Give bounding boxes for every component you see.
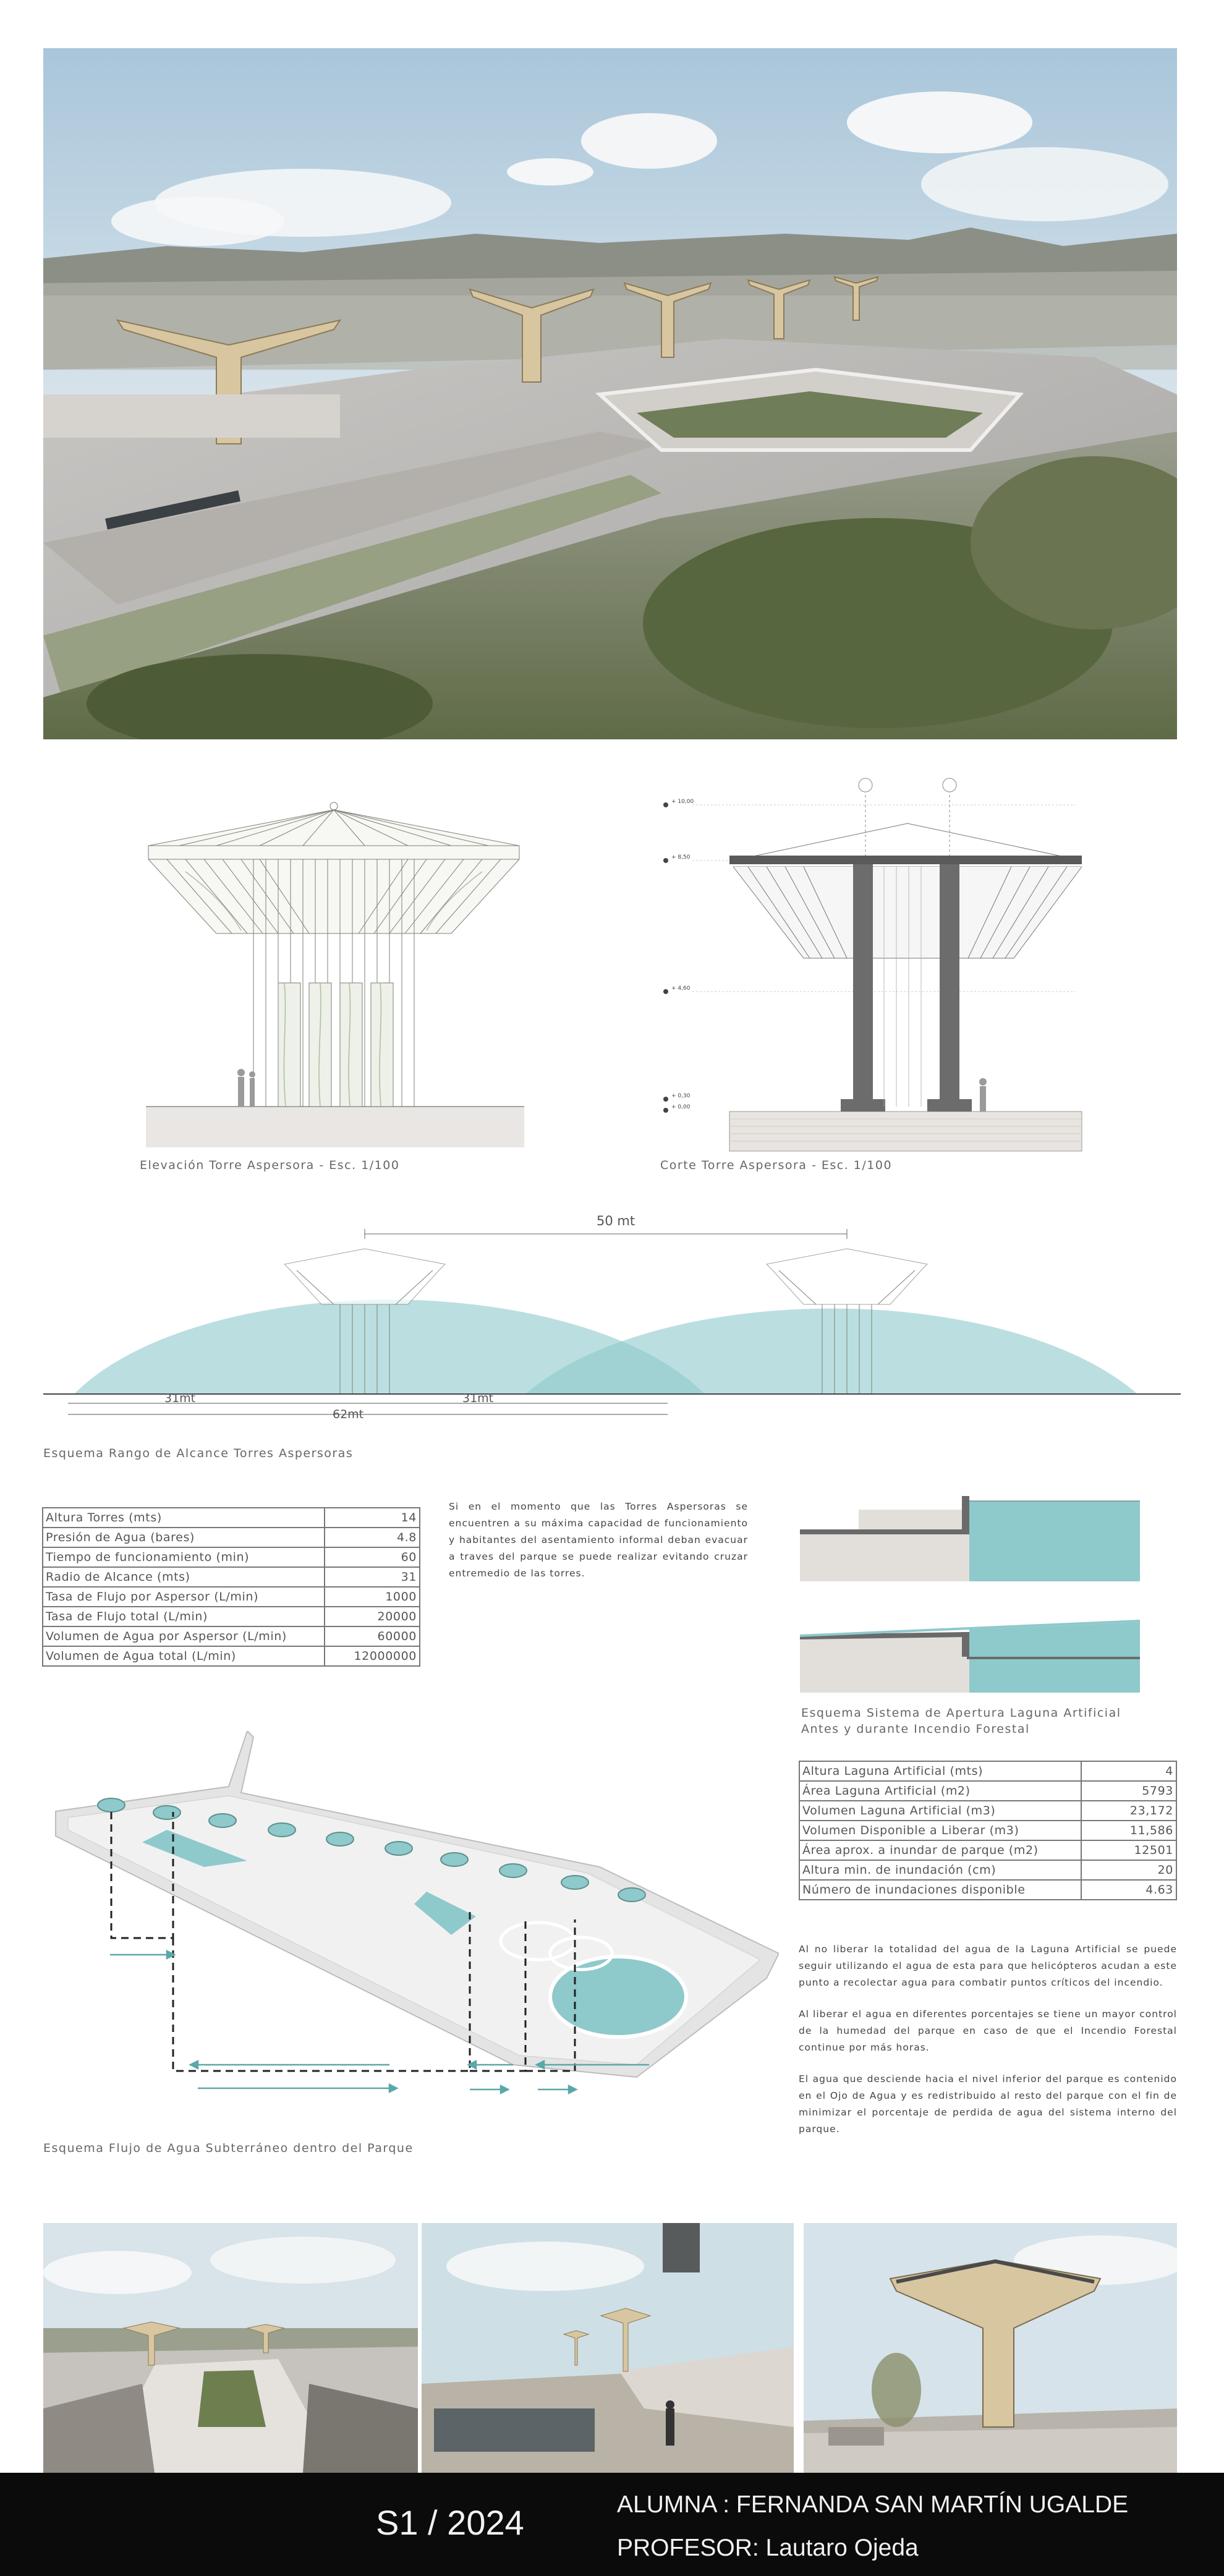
lagoon-note-2: Al liberar el agua en diferentes porcent…: [799, 2009, 1177, 2053]
lagoon-label-cell: Número de inundaciones disponible: [799, 1879, 1082, 1900]
lagoon-label-cell: Altura Laguna Artificial (mts): [799, 1761, 1082, 1782]
lagoon-row: Volumen Disponible a Liberar (m3)11,586: [799, 1820, 1177, 1841]
section-drawing: + 10,00 + 8,50 + 4,60 + 0,30 + 0,00: [655, 773, 1088, 1156]
flow-diagram: [43, 1730, 780, 2108]
lagoon-caption-2: Antes y durante Incendio Forestal: [801, 1722, 1030, 1736]
tower-row: Tasa de Flujo total (L/min)20000: [42, 1606, 420, 1627]
lagoon-row: Área Laguna Artificial (m2)5793: [799, 1780, 1177, 1801]
footer-bar: S1 / 2024 ALUMNA : FERNANDA SAN MARTÍN U…: [0, 2473, 1224, 2576]
tower-label-cell: Volumen de Agua por Aspersor (L/min): [42, 1626, 325, 1647]
tower-row: Volumen de Agua total (L/min)12000000: [42, 1646, 420, 1667]
tower-label-cell: Tasa de Flujo por Aspersor (L/min): [42, 1586, 325, 1607]
range-total-label: 50 mt: [597, 1214, 635, 1228]
section-caption: Corte Torre Aspersora - Esc. 1/100: [660, 1158, 893, 1172]
section-level-3: + 4,60: [671, 985, 691, 992]
range-d2-label: 31mt: [462, 1392, 493, 1405]
tower-value-cell: 31: [324, 1566, 420, 1588]
range-diagram: 50 mt 31mt 31mt 62mt: [43, 1205, 1181, 1428]
lagoon-label-cell: Área aprox. a inundar de parque (m2): [799, 1840, 1082, 1861]
tower-label-cell: Volumen de Agua total (L/min): [42, 1646, 325, 1667]
lagoon-label-cell: Volumen Disponible a Liberar (m3): [799, 1820, 1082, 1841]
lagoon-label-cell: Volumen Laguna Artificial (m3): [799, 1800, 1082, 1821]
lagoon-notes: Al no liberar la totalidad del agua de l…: [799, 1941, 1177, 2153]
lagoon-value-cell: 11,586: [1081, 1820, 1177, 1841]
section-level-1: + 10,00: [671, 799, 694, 805]
section-level-5: + 0,00: [671, 1104, 691, 1110]
tower-row: Radio de Alcance (mts)31: [42, 1566, 420, 1588]
professor-name: PROFESOR: Lautaro Ojeda: [617, 2535, 919, 2561]
lagoon-value-cell: 23,172: [1081, 1800, 1177, 1821]
lagoon-label-cell: Área Laguna Artificial (m2): [799, 1780, 1082, 1801]
elevation-caption: Elevación Torre Aspersora - Esc. 1/100: [140, 1158, 400, 1172]
lagoon-value-cell: 4.63: [1081, 1879, 1177, 1900]
tower-label-cell: Tasa de Flujo total (L/min): [42, 1606, 325, 1627]
range-caption: Esquema Rango de Alcance Torres Aspersor…: [43, 1447, 354, 1460]
tower-value-cell: 60000: [324, 1626, 420, 1647]
tower-value-cell: 4.8: [324, 1527, 420, 1548]
tower-label-cell: Altura Torres (mts): [42, 1507, 325, 1528]
student-name: ALUMNA : FERNANDA SAN MARTÍN UGALDE: [617, 2491, 1129, 2518]
lagoon-note-1: Al no liberar la totalidad del agua de l…: [799, 1944, 1177, 1988]
tower-value-cell: 1000: [324, 1586, 420, 1607]
render-park-overview: [43, 2223, 418, 2473]
section-level-4: + 0,30: [671, 1093, 691, 1099]
flow-caption: Esquema Flujo de Agua Subterráneo dentro…: [43, 2141, 414, 2155]
lagoon-label-cell: Altura min. de inundación (cm): [799, 1860, 1082, 1881]
lagoon-closed-diagram: [800, 1496, 1146, 1583]
elevation-drawing: [124, 797, 544, 1156]
lagoon-open-diagram: [800, 1607, 1146, 1694]
evacuation-note: Si en el momento que las Torres Aspersor…: [449, 1501, 748, 1579]
lagoon-value-cell: 12501: [1081, 1840, 1177, 1861]
lagoon-row: Área aprox. a inundar de parque (m2)1250…: [799, 1840, 1177, 1861]
semester-label: S1 / 2024: [376, 2503, 524, 2542]
tower-row: Tiempo de funcionamiento (min)60: [42, 1547, 420, 1568]
lagoon-row: Altura Laguna Artificial (mts)4: [799, 1761, 1177, 1782]
lagoon-value-cell: 4: [1081, 1761, 1177, 1782]
tower-label-cell: Tiempo de funcionamiento (min): [42, 1547, 325, 1568]
range-d3-label: 62mt: [333, 1408, 363, 1421]
tower-row: Volumen de Agua por Aspersor (L/min)6000…: [42, 1626, 420, 1647]
lagoon-value-cell: 5793: [1081, 1780, 1177, 1801]
lagoon-row: Volumen Laguna Artificial (m3)23,172: [799, 1800, 1177, 1821]
tower-value-cell: 20000: [324, 1606, 420, 1627]
tower-row: Presión de Agua (bares)4.8: [42, 1527, 420, 1548]
render-lagoon-view: [422, 2223, 794, 2473]
tower-row: Altura Torres (mts)14: [42, 1507, 420, 1528]
tower-row: Tasa de Flujo por Aspersor (L/min)1000: [42, 1586, 420, 1607]
tower-value-cell: 12000000: [324, 1646, 420, 1667]
hero-render: [43, 48, 1177, 739]
lagoon-row: Altura min. de inundación (cm)20: [799, 1860, 1177, 1881]
render-tower-closeup: [804, 2223, 1177, 2473]
tower-label-cell: Presión de Agua (bares): [42, 1527, 325, 1548]
range-d1-label: 31mt: [164, 1392, 195, 1405]
lagoon-value-cell: 20: [1081, 1860, 1177, 1881]
lagoon-caption-1: Esquema Sistema de Apertura Laguna Artif…: [801, 1706, 1121, 1720]
lagoon-note-3: El agua que desciende hacia el nivel inf…: [799, 2073, 1177, 2135]
tower-label-cell: Radio de Alcance (mts): [42, 1566, 325, 1588]
tower-value-cell: 14: [324, 1507, 420, 1528]
section-level-2: + 8,50: [671, 854, 691, 861]
tower-value-cell: 60: [324, 1547, 420, 1568]
